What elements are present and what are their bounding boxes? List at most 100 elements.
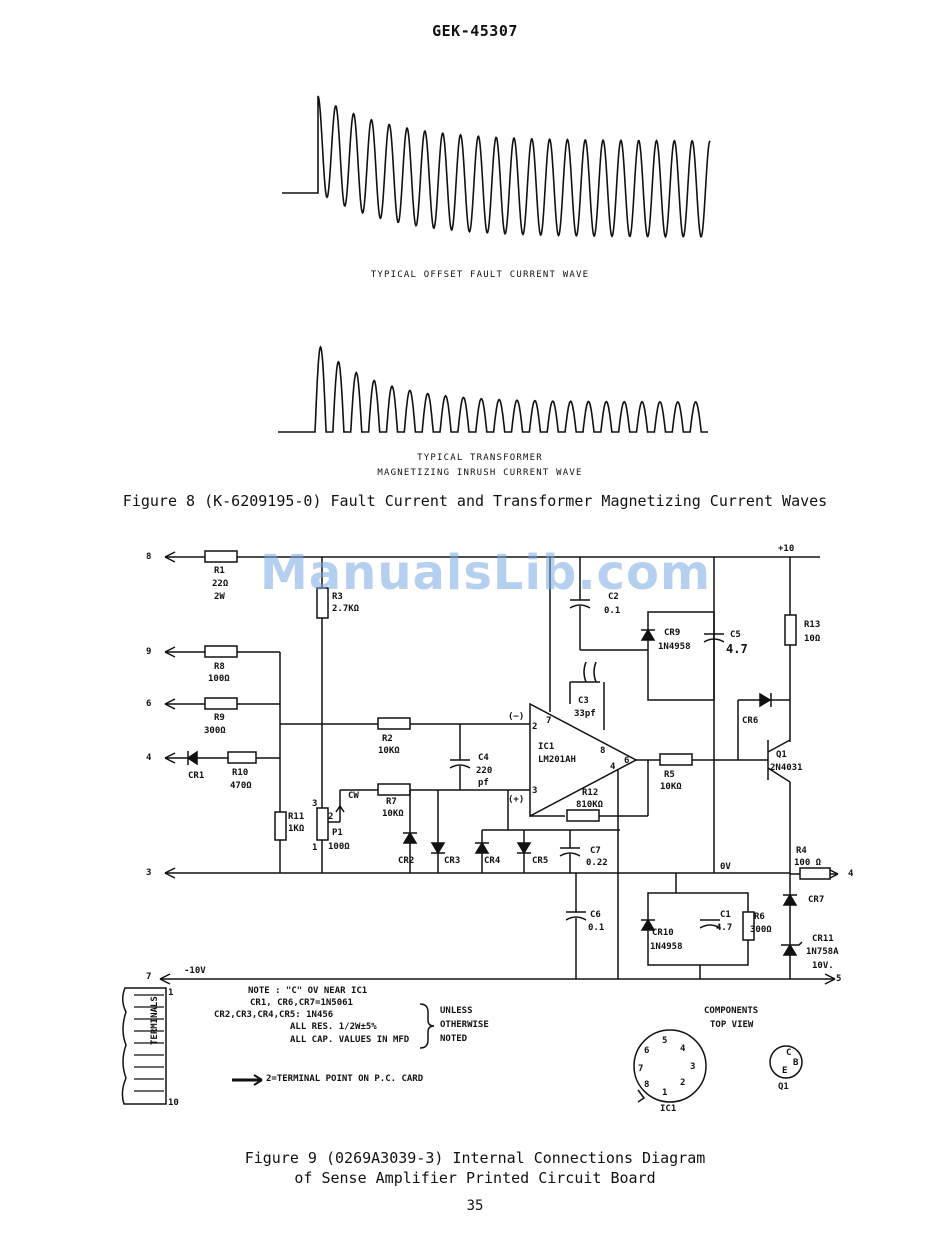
cr1-label: CR1 [188, 771, 205, 781]
terminal-strip-label: TERMINALS [150, 996, 160, 1045]
terminal-6: 6 [146, 699, 152, 709]
waveform-figure [278, 95, 711, 433]
terminal-8: 8 [146, 552, 152, 562]
ic-pin8: 8 [600, 746, 606, 756]
c7-label: C7 [590, 846, 601, 856]
c5-label: C5 [730, 630, 741, 640]
cr3-label: CR3 [444, 856, 461, 866]
terminal-4b: 4 [848, 869, 854, 879]
note-line5: ALL CAP. VALUES IN MFD [290, 1035, 410, 1045]
ic-pin7: 7 [546, 716, 552, 726]
pot-pin2: 2 [328, 812, 334, 822]
document-id: GEK-45307 [432, 22, 518, 40]
r7-value: 10KΩ [382, 809, 404, 819]
r9-label: R9 [214, 713, 225, 723]
ic-pin3: 3 [532, 786, 538, 796]
r8-value: 100Ω [208, 674, 230, 684]
terminal-7: 7 [146, 972, 152, 982]
r10-value: 470Ω [230, 781, 252, 791]
r5-value: 10KΩ [660, 782, 682, 792]
cr7-label: CR7 [808, 895, 825, 905]
q-view-label: Q1 [778, 1082, 789, 1092]
c7-value: 0.22 [586, 858, 608, 868]
cr11-voltage: 10V. [812, 961, 834, 971]
note-otherwise: OTHERWISE [440, 1020, 489, 1030]
ic-view-pin2: 2 [680, 1078, 686, 1088]
ic-pin6: 6 [624, 756, 630, 766]
rail-0v: 0V [720, 862, 731, 872]
r9-value: 300Ω [204, 726, 226, 736]
r4-value: 100 Ω [794, 858, 822, 868]
cr11-part: 1N758A [806, 947, 839, 957]
cr6-label: CR6 [742, 716, 759, 726]
r4-label: R4 [796, 846, 807, 856]
pot-pin3: 3 [312, 799, 318, 809]
terminal-9: 9 [146, 647, 152, 657]
figure9-caption-line2: of Sense Amplifier Printed Circuit Board [294, 1169, 656, 1187]
ic-view-pin7: 7 [638, 1064, 644, 1074]
r12-label: R12 [582, 788, 599, 798]
ic-view-pin6: 6 [644, 1046, 650, 1056]
r2-label: R2 [382, 734, 393, 744]
ic-view-label: IC1 [660, 1104, 677, 1114]
q1-part: 2N4031 [770, 763, 803, 773]
c1-value: 4.7 [716, 923, 733, 933]
ic-view-pin4: 4 [680, 1044, 686, 1054]
terminal-strip-top: 1 [168, 988, 174, 998]
c3-label: C3 [578, 696, 589, 706]
watermark: ManualsLib.com [260, 545, 711, 601]
components-view-title: COMPONENTS [704, 1006, 759, 1016]
c5-value: 4.7 [726, 642, 748, 656]
r1-value: 22Ω [212, 579, 229, 589]
q-view-collector: C [786, 1048, 792, 1058]
r1-wattage: 2W [214, 592, 225, 602]
cw-label: CW [348, 791, 359, 801]
p1-value: 100Ω [328, 842, 350, 852]
r11-label: R11 [288, 812, 305, 822]
c4-value: 220 [476, 766, 493, 776]
r8-label: R8 [214, 662, 225, 672]
r1-label: R1 [214, 566, 225, 576]
note-noted: NOTED [440, 1034, 468, 1044]
cr11-label: CR11 [812, 934, 834, 944]
rail-minus10: -10V [184, 966, 206, 976]
c2-label: C2 [608, 592, 619, 602]
r7-label: R7 [386, 797, 397, 807]
terminal-strip-bottom: 10 [168, 1098, 179, 1108]
wave2-caption-line1: TYPICAL TRANSFORMER [417, 453, 543, 463]
r2-value: 10KΩ [378, 746, 400, 756]
ic-pin4: 4 [610, 762, 616, 772]
cr2-label: CR2 [398, 856, 415, 866]
cr10-part: 1N4958 [650, 942, 683, 952]
page-number: 35 [466, 1198, 484, 1214]
rail-plus10: +10 [778, 544, 795, 554]
wave2-caption-line2: MAGNETIZING INRUSH CURRENT WAVE [377, 468, 583, 478]
components-view-subtitle: TOP VIEW [710, 1020, 754, 1030]
ic-view-pin8: 8 [644, 1080, 650, 1090]
cr5-label: CR5 [532, 856, 549, 866]
note-line4: ALL RES. 1/2W±5% [290, 1022, 377, 1032]
r10-label: R10 [232, 768, 249, 778]
p1-label: P1 [332, 828, 343, 838]
ic1-part: LM201AH [538, 755, 576, 765]
c2-value: 0.1 [604, 606, 621, 616]
pot-pin1: 1 [312, 843, 318, 853]
terminal-4a: 4 [146, 753, 152, 763]
r3-label: R3 [332, 592, 343, 602]
figure9-caption-line1: Figure 9 (0269A3039-3) Internal Connecti… [244, 1149, 706, 1167]
cr10-label: CR10 [652, 928, 674, 938]
c1-label: C1 [720, 910, 731, 920]
ic-view-pin3: 3 [690, 1062, 696, 1072]
r6-label: R6 [754, 912, 765, 922]
cr4-label: CR4 [484, 856, 501, 866]
note-line1: NOTE : "C" OV NEAR IC1 [248, 986, 368, 996]
inrush-current-wave [278, 345, 708, 433]
c6-label: C6 [590, 910, 601, 920]
cr9-label: CR9 [664, 628, 681, 638]
c4-label: C4 [478, 753, 489, 763]
note-terminal-point: 2=TERMINAL POINT ON P.C. CARD [266, 1074, 424, 1084]
terminal-5: 5 [836, 974, 842, 984]
minus-input-label: (−) [508, 712, 525, 722]
ic-view-pin5: 5 [662, 1036, 668, 1046]
